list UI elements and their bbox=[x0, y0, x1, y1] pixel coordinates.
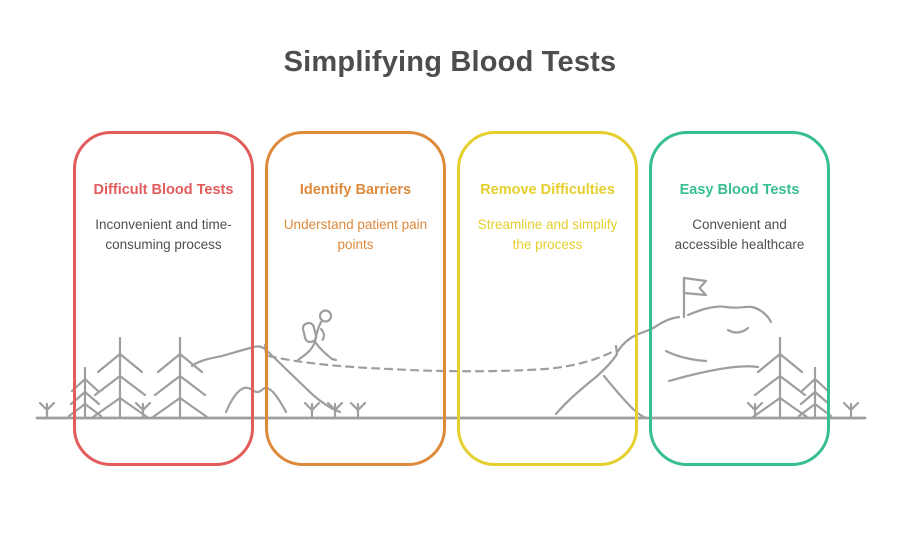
card-title: Easy Blood Tests bbox=[679, 182, 800, 198]
card-title: Remove Difficulties bbox=[480, 182, 615, 198]
page-title: Simplifying Blood Tests bbox=[283, 46, 617, 78]
card-identify-barriers: Identify Barriers Understand patient pai… bbox=[265, 131, 446, 466]
sprout-icon bbox=[842, 401, 860, 420]
card-subtitle: Inconvenient and time-consuming process bbox=[95, 216, 232, 253]
card-subtitle: Streamline and simplify the process bbox=[477, 216, 618, 253]
card-title: Difficult Blood Tests bbox=[93, 182, 234, 198]
card-subtitle: Convenient and accessible healthcare bbox=[674, 216, 805, 253]
card-title: Identify Barriers bbox=[299, 182, 412, 198]
card-subtitle: Understand patient pain points bbox=[283, 216, 428, 253]
sprout-icon bbox=[38, 401, 56, 420]
card-easy-blood-tests: Easy Blood Tests Convenient and accessib… bbox=[649, 131, 830, 466]
card-remove-difficulties: Remove Difficulties Streamline and simpl… bbox=[457, 131, 638, 466]
card-difficult-blood-tests: Difficult Blood Tests Inconvenient and t… bbox=[73, 131, 254, 466]
